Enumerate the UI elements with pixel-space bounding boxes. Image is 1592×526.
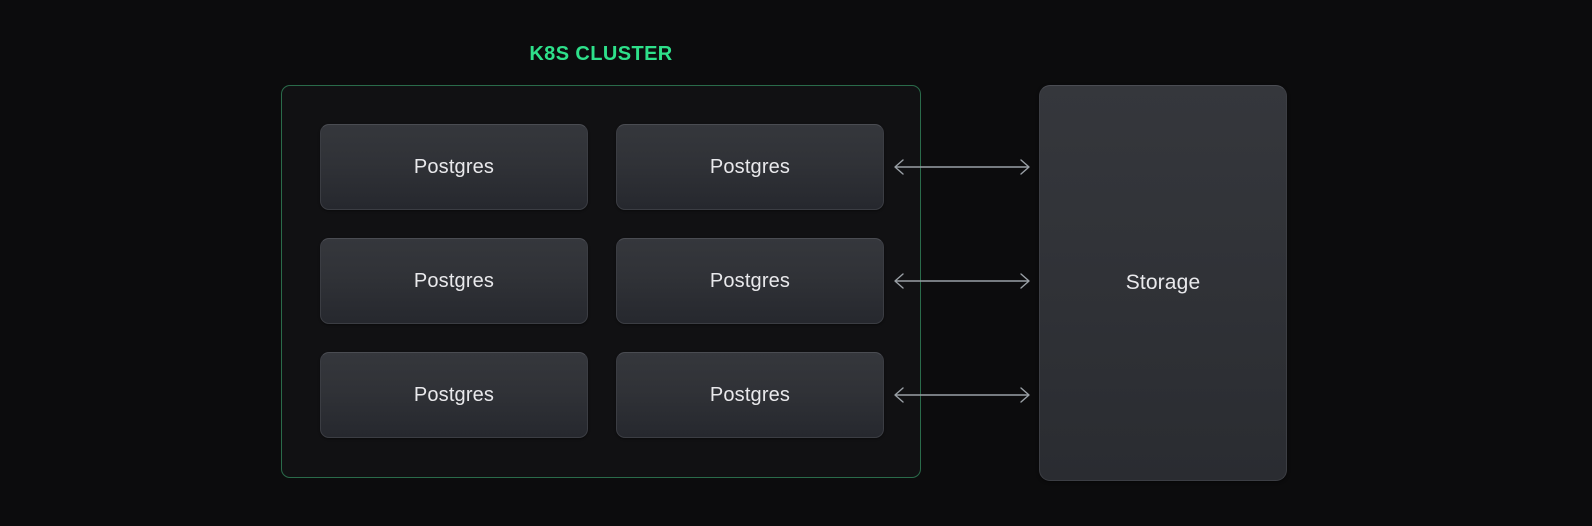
postgres-node[interactable]: Postgres bbox=[616, 238, 884, 324]
connector-arrow-row-2 bbox=[890, 270, 1034, 292]
connector-arrow-row-1 bbox=[890, 156, 1034, 178]
postgres-node-label: Postgres bbox=[709, 156, 791, 178]
postgres-node[interactable]: Postgres bbox=[320, 238, 588, 324]
postgres-node-grid: Postgres Postgres Postgres Postgres Post… bbox=[320, 124, 884, 440]
postgres-node-label: Postgres bbox=[413, 384, 495, 406]
postgres-node-label: Postgres bbox=[413, 270, 495, 292]
postgres-node[interactable]: Postgres bbox=[320, 124, 588, 210]
bidirectional-arrow-icon bbox=[894, 387, 1030, 403]
bidirectional-arrow-icon bbox=[894, 273, 1030, 289]
bidirectional-arrow-icon bbox=[894, 159, 1030, 175]
postgres-node-label: Postgres bbox=[709, 270, 791, 292]
postgres-node-label: Postgres bbox=[709, 384, 791, 406]
storage-node-label: Storage bbox=[1125, 271, 1201, 294]
postgres-node[interactable]: Postgres bbox=[616, 124, 884, 210]
storage-node[interactable]: Storage bbox=[1039, 85, 1287, 481]
connector-arrow-row-3 bbox=[890, 384, 1034, 406]
postgres-node-label: Postgres bbox=[413, 156, 495, 178]
postgres-node[interactable]: Postgres bbox=[320, 352, 588, 438]
cluster-title: K8S CLUSTER bbox=[529, 43, 673, 65]
postgres-node[interactable]: Postgres bbox=[616, 352, 884, 438]
